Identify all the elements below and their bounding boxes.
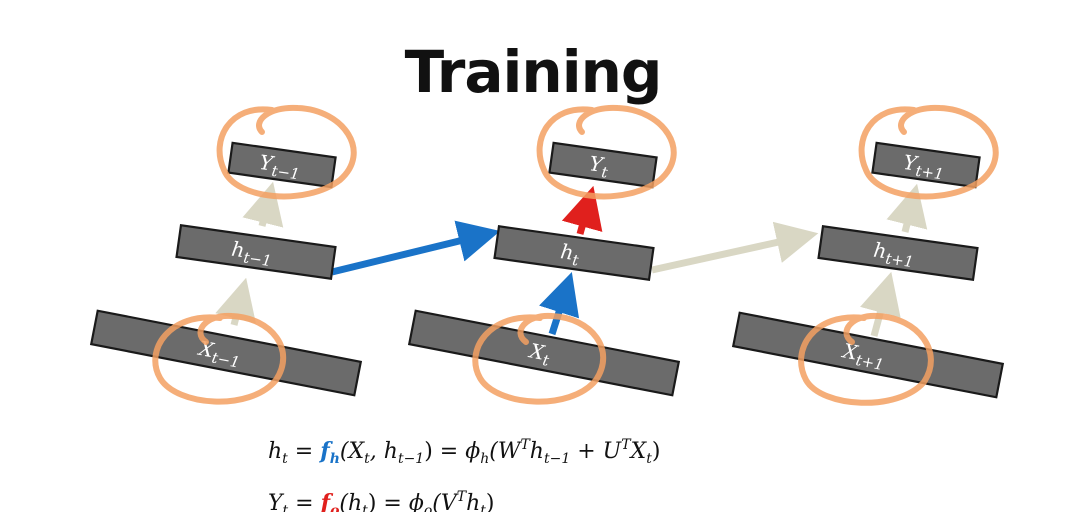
- svg-text:Yt+1: Yt+1: [901, 150, 946, 183]
- eq1-args-mid: , h: [369, 439, 398, 464]
- eq1-h2-sub: t−1: [543, 451, 571, 467]
- output-var-1: Y: [588, 151, 606, 177]
- eq2-fo-sub: o: [330, 503, 340, 512]
- equation-output: Yt = fo(ht) = ϕo(VTht): [268, 478, 660, 512]
- eq2-h2: h: [466, 491, 481, 512]
- eq1-close: ): [651, 439, 661, 464]
- svg-text:Xt: Xt: [525, 338, 553, 370]
- eq1-fh-sub: h: [329, 451, 340, 467]
- hidden-var-1: h: [559, 239, 575, 265]
- eq1-args-sub2: t−1: [397, 451, 425, 467]
- eq2-fo: f: [320, 490, 331, 512]
- input-node-1: Xt: [407, 309, 681, 397]
- eq2-close: ): [485, 491, 495, 512]
- eq1-lhs-sub: t: [282, 451, 288, 467]
- input-var-0: X: [195, 336, 216, 363]
- eq1-x2-sub: t: [646, 451, 652, 467]
- eq2-h2-sub: t: [480, 503, 486, 512]
- output-node-1: Yt: [548, 141, 658, 189]
- eq1-args: (X: [339, 439, 365, 464]
- column-1: Yt ht Xt: [407, 104, 681, 405]
- eq2-lhs-sub: t: [282, 503, 289, 512]
- output-node-0: Yt−1: [227, 141, 337, 189]
- hidden-var-0: h: [230, 237, 246, 263]
- hidden-sub-1: t: [571, 251, 580, 270]
- input-sub-1: t: [541, 351, 551, 370]
- input-sub-2: t+1: [854, 351, 885, 374]
- eq1-sup1: T: [520, 437, 530, 453]
- svg-text:Xt+1: Xt+1: [838, 338, 887, 374]
- output-sub-2: t+1: [914, 162, 944, 184]
- eq2-open: (V: [432, 491, 457, 512]
- arrow-hidden-to-output-0: [242, 181, 284, 228]
- equation-hidden-state: ht = fh(Xt, ht−1) = ϕh(WTht−1 + UTXt): [268, 426, 660, 478]
- arrow-hidden-to-output-1: [561, 185, 603, 235]
- eq2-sup: T: [456, 489, 467, 505]
- eq1-args-sub1: t: [364, 451, 370, 467]
- eq2-phi: ϕ: [408, 491, 424, 512]
- eq1-equals2: =: [432, 439, 466, 464]
- input-node-2: Xt+1: [731, 311, 1005, 399]
- eq1-phi-sub: h: [480, 451, 490, 467]
- eq2-equals2: =: [376, 491, 409, 512]
- eq2-equals: =: [288, 491, 321, 512]
- output-sub-1: t: [600, 163, 609, 182]
- hidden-var-2: h: [872, 238, 888, 264]
- svg-text:ht−1: ht−1: [229, 237, 274, 270]
- eq2-args-close: ): [367, 491, 377, 512]
- highlight-scribble-output-1: [536, 104, 677, 200]
- eq1-args-close: ): [424, 439, 433, 464]
- equations: ht = fh(Xt, ht−1) = ϕh(WTht−1 + UTXt) Yt…: [268, 426, 660, 512]
- column-0: Yt−1 ht−1 Xt−1: [89, 104, 363, 405]
- svg-text:ht: ht: [558, 239, 582, 269]
- output-node-2: Yt+1: [871, 141, 981, 189]
- eq2-args: (h: [339, 491, 363, 512]
- input-var-1: X: [526, 338, 547, 365]
- svg-text:Yt: Yt: [587, 151, 611, 182]
- input-var-2: X: [839, 338, 860, 365]
- input-node-0: Xt−1: [89, 309, 363, 397]
- eq1-open: (W: [489, 439, 521, 464]
- hidden-node-1: ht: [493, 225, 655, 281]
- eq1-phi: ϕ: [465, 439, 481, 464]
- arrow-hidden-1-to-hidden-2: [651, 221, 819, 274]
- svg-text:Xt−1: Xt−1: [194, 336, 243, 372]
- input-sub-0: t−1: [210, 349, 241, 372]
- hidden-node-0: ht−1: [175, 224, 337, 280]
- eq1-fh: f: [320, 438, 330, 464]
- arrow-input-to-hidden-1: [539, 271, 580, 336]
- highlight-scribble-input-1: [472, 312, 607, 405]
- column-2: Yt+1 ht+1 Xt+1: [731, 104, 1005, 406]
- eq1-lhs: h: [268, 439, 283, 464]
- eq2-lhs: Y: [268, 491, 283, 512]
- arrow-input-to-hidden-2: [860, 271, 901, 337]
- svg-text:Yt−1: Yt−1: [257, 150, 302, 183]
- eq1-h2: h: [529, 439, 544, 464]
- slide-title: Training: [404, 38, 663, 106]
- arrow-hidden-0-to-hidden-1: [331, 220, 501, 276]
- eq1-equals: =: [287, 439, 321, 464]
- output-var-0: Y: [258, 150, 276, 176]
- output-sub-0: t−1: [270, 162, 300, 184]
- highlight-scribble-output-2: [858, 104, 999, 200]
- eq2-args-sub: t: [362, 503, 368, 512]
- arrows: [215, 181, 928, 337]
- eq1-plus: + U: [570, 439, 622, 464]
- eq1-x2: X: [630, 439, 647, 464]
- eq1-sup2: T: [621, 437, 631, 453]
- hidden-node-2: ht+1: [817, 225, 979, 281]
- highlight-scribble-input-0: [152, 312, 287, 405]
- eq2-phi-sub: o: [423, 503, 433, 512]
- hidden-sub-2: t+1: [884, 249, 914, 271]
- highlight-scribble-input-2: [798, 312, 934, 406]
- output-var-2: Y: [902, 150, 920, 176]
- svg-text:ht+1: ht+1: [871, 238, 916, 271]
- highlight-scribble-output-0: [216, 104, 357, 200]
- arrow-hidden-to-output-2: [886, 183, 928, 233]
- hidden-sub-0: t−1: [242, 248, 272, 270]
